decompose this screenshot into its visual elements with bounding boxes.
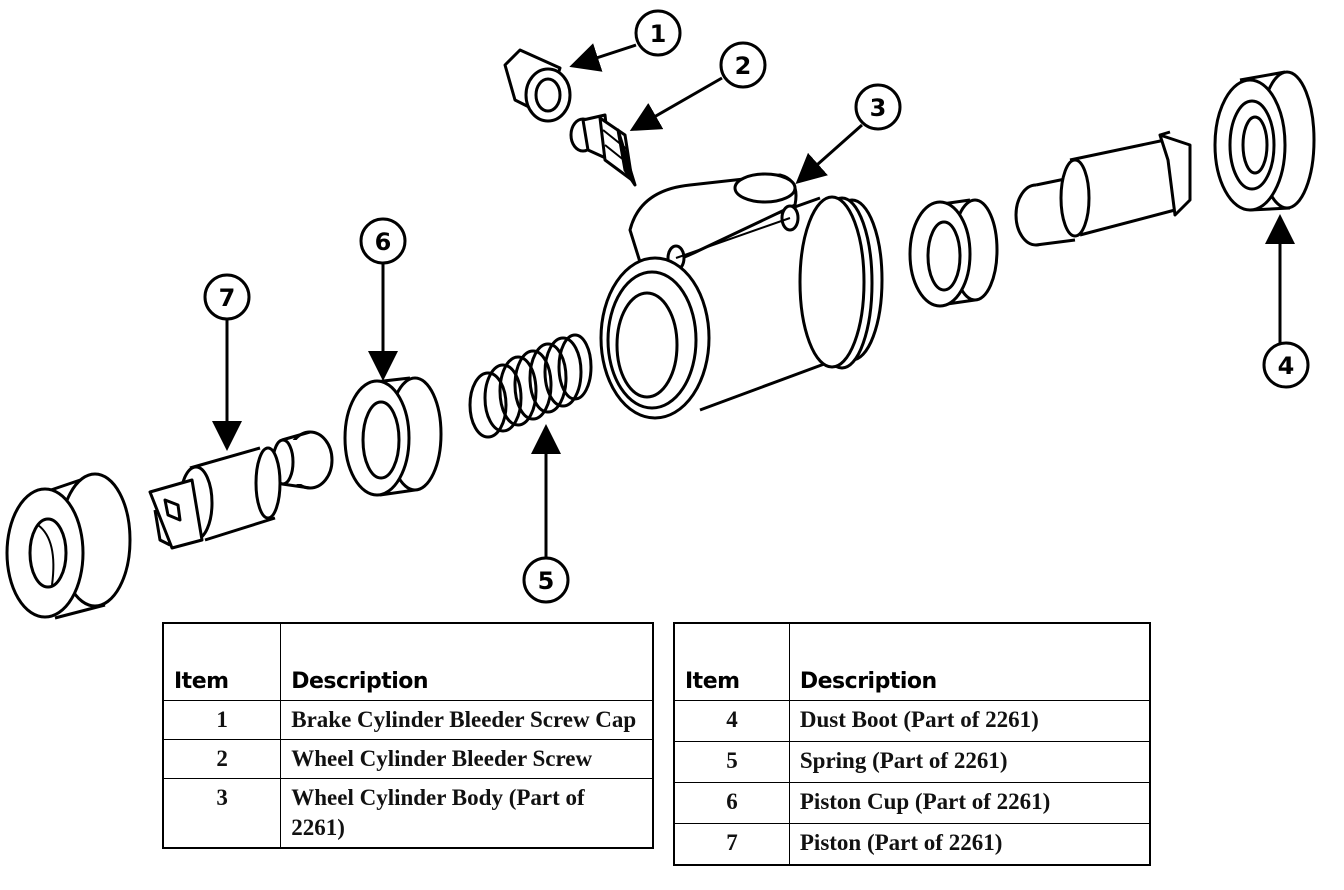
item-number: 3 xyxy=(162,778,282,849)
table-row: 5 Spring (Part of 2261) xyxy=(673,741,1151,783)
callout-6-circle xyxy=(359,217,407,265)
left-dust-boot xyxy=(5,472,132,620)
spring xyxy=(468,333,593,439)
item-description: Brake Cylinder Bleeder Screw Cap xyxy=(280,700,654,740)
callout-5-circle xyxy=(522,556,570,604)
table-row: 2 Wheel Cylinder Bleeder Screw xyxy=(162,739,654,779)
callout-1-label: 1 xyxy=(650,20,667,48)
item-description: Piston Cup (Part of 2261) xyxy=(788,782,1151,824)
parts-table-left: Item Description 1 Brake Cylinder Bleede… xyxy=(162,622,654,849)
item-description: Wheel Cylinder Body (Part of 2261) xyxy=(280,778,654,849)
description-header: Description xyxy=(280,622,654,701)
callout-5-label: 5 xyxy=(538,567,555,595)
description-header: Description xyxy=(788,622,1151,701)
item-description: Dust Boot (Part of 2261) xyxy=(788,700,1151,742)
item-number: 7 xyxy=(673,823,790,866)
table-row: 7 Piston (Part of 2261) xyxy=(673,823,1151,866)
callout-1-circle xyxy=(634,9,682,57)
callout-4-circle xyxy=(1262,341,1310,389)
callout-4-label: 4 xyxy=(1278,352,1295,380)
right-piston xyxy=(1014,130,1192,247)
item-number: 6 xyxy=(673,782,790,824)
table-row: 6 Piston Cup (Part of 2261) xyxy=(673,782,1151,824)
callout-2-circle xyxy=(719,41,767,89)
item-number: 4 xyxy=(673,700,790,742)
bleeder-screw-cap xyxy=(503,48,572,123)
item-header: Item xyxy=(162,622,282,701)
callout-7-circle xyxy=(203,273,251,321)
callout-3-circle xyxy=(854,83,902,131)
right-piston-cup xyxy=(908,198,999,308)
item-description: Wheel Cylinder Bleeder Screw xyxy=(280,739,654,779)
left-piston xyxy=(148,430,334,550)
item-number: 5 xyxy=(673,741,790,783)
callout-3-label: 3 xyxy=(870,94,887,122)
item-description: Spring (Part of 2261) xyxy=(788,741,1151,783)
callout-7-label: 7 xyxy=(219,284,236,312)
table-row: 3 Wheel Cylinder Body (Part of 2261) xyxy=(162,778,654,849)
callout-6-label: 6 xyxy=(375,228,392,256)
item-description: Piston (Part of 2261) xyxy=(788,823,1151,866)
exploded-view-diagram: 1 2 3 4 5 6 7 xyxy=(5,9,1316,620)
right-dust-boot xyxy=(1213,70,1316,212)
table-row: 1 Brake Cylinder Bleeder Screw Cap xyxy=(162,700,654,740)
table-header-row: Item Description xyxy=(162,622,654,701)
table-row: 4 Dust Boot (Part of 2261) xyxy=(673,700,1151,742)
bleeder-screw xyxy=(569,113,637,187)
item-number: 1 xyxy=(162,700,282,740)
callout-2-label: 2 xyxy=(735,52,752,80)
left-piston-cup xyxy=(343,376,443,497)
wheel-cylinder-body xyxy=(599,172,884,420)
parts-table-right: Item Description 4 Dust Boot (Part of 22… xyxy=(673,622,1151,866)
item-number: 2 xyxy=(162,739,282,779)
item-header: Item xyxy=(673,622,790,701)
table-header-row: Item Description xyxy=(673,622,1151,701)
